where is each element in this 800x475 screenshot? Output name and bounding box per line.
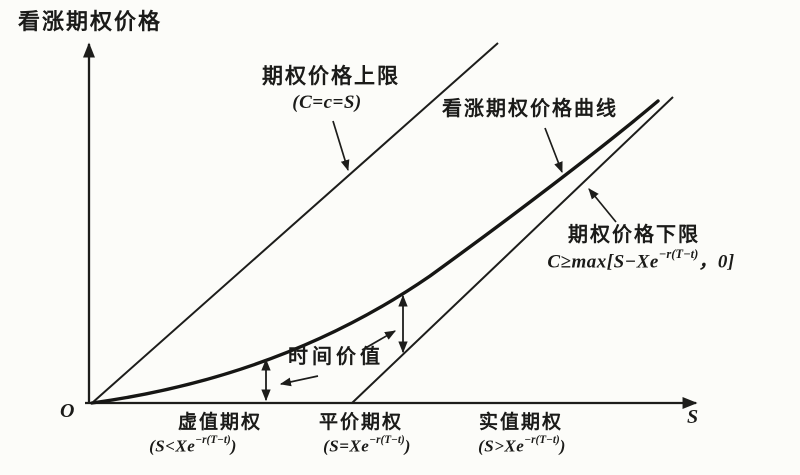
- x-axis-label: S: [687, 406, 699, 428]
- y-axis-label: 看涨期权价格: [18, 9, 163, 34]
- formula-exponent: −r(T−t): [658, 247, 699, 262]
- region-out-of-money-formula: (S<Xe−r(T−t)): [149, 434, 237, 456]
- region-at-the-money-formula: (S=Xe−r(T−t)): [323, 434, 411, 456]
- formula-base: C≥max[S−Xe: [547, 251, 659, 273]
- formula-exponent: −r(T−t): [195, 434, 231, 447]
- formula-base: (S>Xe: [478, 436, 525, 456]
- formula-tail: ): [559, 436, 566, 456]
- formula-tail: ): [404, 436, 411, 456]
- formula-base: (S<Xe: [149, 436, 196, 456]
- upper-bound-formula: (C=c=S): [292, 92, 362, 113]
- plot-strokes: [83, 42, 698, 409]
- lower-bound-label: 期权价格下限: [568, 224, 700, 246]
- formula-base: (S=Xe: [323, 436, 370, 456]
- lower-bound-formula: C≥max[S−Xe−r(T−t)，0]: [547, 247, 735, 273]
- region-in-the-money-label: 实值期权: [478, 412, 564, 433]
- formula-tail: ，0]: [698, 251, 735, 273]
- region-at-the-money-label: 平价期权: [318, 412, 404, 433]
- region-out-of-money-label: 虚值期权: [177, 412, 263, 433]
- upper-bound-label: 期权价格上限: [262, 65, 400, 88]
- formula-tail: ): [230, 436, 237, 456]
- origin-label: O: [60, 400, 75, 422]
- region-in-the-money-formula: (S>Xe−r(T−t)): [478, 434, 566, 456]
- price-curve-label: 看涨期权价格曲线: [442, 98, 618, 120]
- time-value-label: 时间价值: [288, 346, 384, 368]
- formula-exponent: −r(T−t): [524, 434, 560, 447]
- formula-exponent: −r(T−t): [369, 434, 405, 447]
